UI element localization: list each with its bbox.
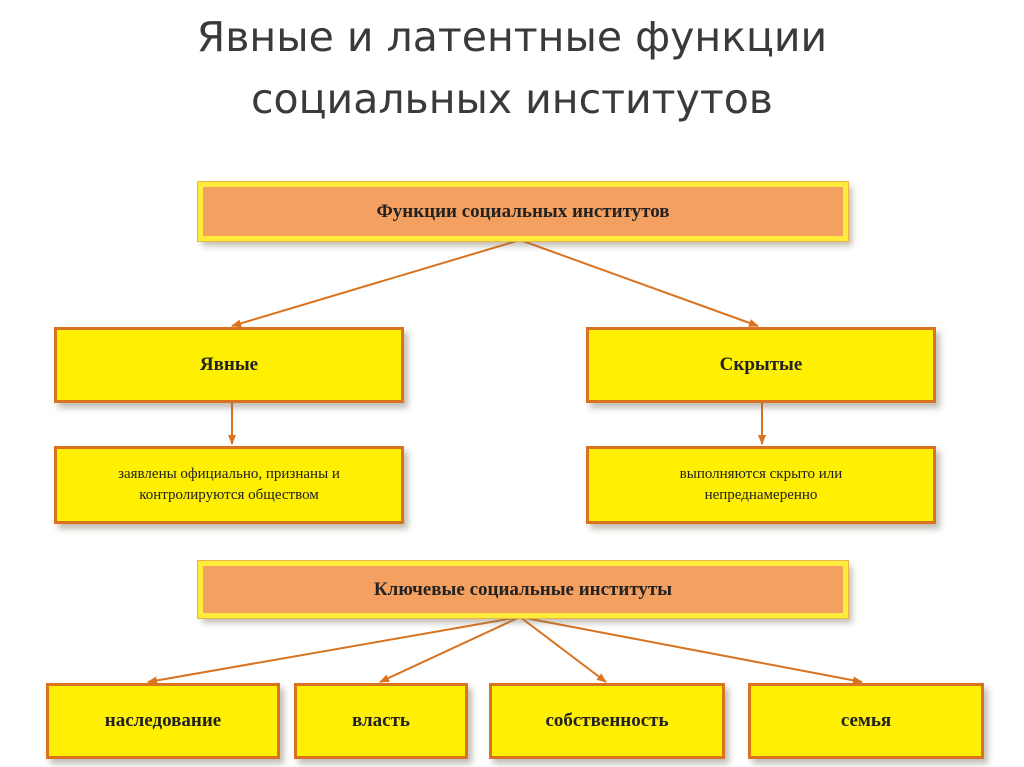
arrow-functions-to-explicit xyxy=(231,239,521,328)
explicit-description-line-2: контролируются обществом xyxy=(139,487,319,503)
explicit-functions-label: Явные xyxy=(199,354,259,375)
institute-box-power: власть xyxy=(294,683,468,759)
institutes-header-label: Ключевые социальные институты xyxy=(373,578,673,600)
institute-box-property: собственность xyxy=(489,683,725,759)
hidden-description-line-2: непреднамеренно xyxy=(704,487,818,503)
explicit-functions-box: Явные xyxy=(54,327,404,403)
hidden-description-line-1: выполняются скрыто или xyxy=(679,466,843,482)
arrow-institutes-to-property xyxy=(519,616,607,683)
arrow-institutes-to-inheritance xyxy=(147,616,521,685)
institute-label-inheritance: наследование xyxy=(104,710,222,731)
institutes-header-box: Ключевые социальные институты xyxy=(197,560,849,619)
hidden-description-box: выполняются скрыто или непреднамеренно xyxy=(586,446,936,524)
arrow-institutes-to-family xyxy=(519,616,863,685)
arrow-institutes-to-power xyxy=(379,616,521,683)
hidden-functions-box: Скрытые xyxy=(586,327,936,403)
arrow-functions-to-hidden xyxy=(519,239,759,327)
institute-box-family: семья xyxy=(748,683,984,759)
institute-label-property: собственность xyxy=(545,710,669,731)
explicit-description-line-1: заявлены официально, признаны и xyxy=(118,466,340,482)
functions-header-label: Функции социальных институтов xyxy=(376,200,670,222)
hidden-functions-label: Скрытые xyxy=(719,354,803,375)
institute-label-family: семья xyxy=(840,710,892,731)
institute-box-inheritance: наследование xyxy=(46,683,280,759)
functions-header-box: Функции социальных институтов xyxy=(197,181,849,242)
explicit-description-box: заявлены официально, признаны и контроли… xyxy=(54,446,404,524)
institute-label-power: власть xyxy=(352,710,410,731)
slide-title: Явные и латентные функции социальных инс… xyxy=(0,6,1024,130)
slide-title-line-1: Явные и латентные функции xyxy=(196,13,828,61)
slide-title-line-2: социальных институтов xyxy=(251,75,773,123)
